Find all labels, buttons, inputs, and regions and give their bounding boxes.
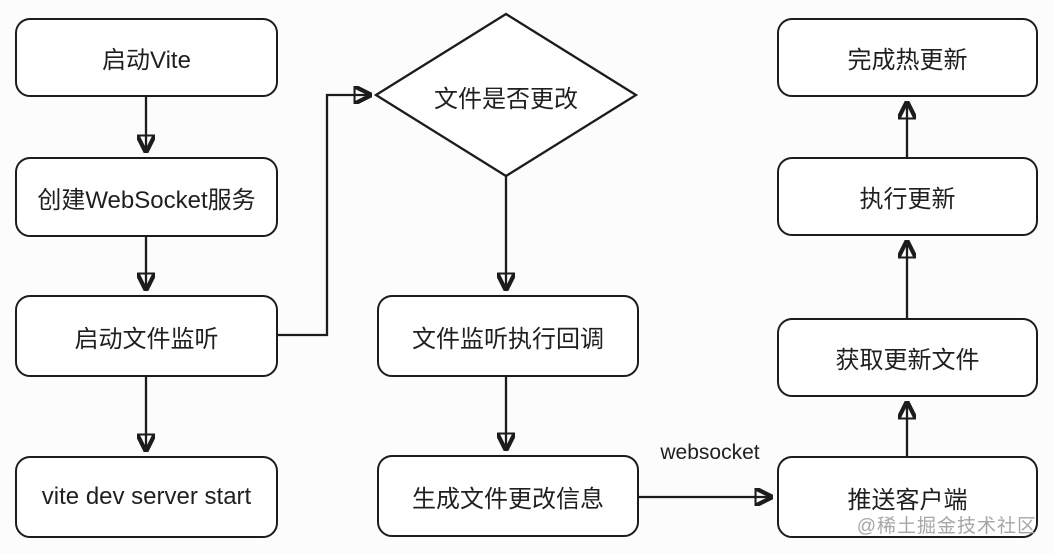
node-start-file-watch-label: 启动文件监听: [74, 325, 219, 353]
node-push-client: 推送客户端: [777, 456, 1038, 538]
node-start-vite-label: 启动Vite: [102, 47, 191, 74]
node-complete-hot-update-label: 完成热更新: [847, 47, 968, 74]
node-generate-change-info-label: 生成文件更改信息: [412, 485, 604, 513]
node-create-websocket-label: 创建WebSocket服务: [37, 186, 256, 214]
node-get-update-files-label: 获取更新文件: [835, 347, 980, 374]
node-watch-callback: 文件监听执行回调: [377, 295, 639, 377]
watermark: @稀土掘金技术社区: [856, 516, 1037, 537]
node-execute-update-label: 执行更新: [859, 186, 956, 213]
node-dev-server-start-label: vite dev server start: [41, 483, 252, 510]
node-execute-update: 执行更新: [777, 157, 1038, 236]
node-start-vite: 启动Vite: [15, 18, 278, 97]
node-watch-callback-label: 文件监听执行回调: [412, 325, 604, 353]
node-get-update-files: 获取更新文件: [777, 318, 1038, 397]
node-file-changed: 文件是否更改: [396, 81, 616, 113]
node-file-changed-shape: [373, 12, 639, 178]
node-dev-server-start: vite dev server start: [15, 456, 278, 538]
node-generate-change-info: 生成文件更改信息: [377, 455, 639, 537]
node-start-file-watch: 启动文件监听: [15, 295, 278, 377]
node-create-websocket: 创建WebSocket服务: [15, 157, 278, 237]
edge-start-file-watch-to-file-changed: [278, 95, 370, 337]
edge-label-websocket: websocket: [660, 441, 760, 464]
node-push-client-label: 推送客户端: [847, 486, 968, 514]
node-file-changed-label: 文件是否更改: [434, 85, 578, 113]
node-complete-hot-update: 完成热更新: [777, 18, 1038, 97]
